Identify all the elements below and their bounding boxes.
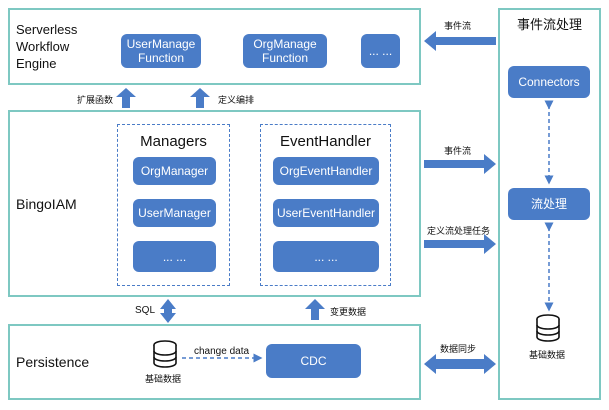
sql-label: SQL	[135, 305, 156, 316]
define-task-arrow	[424, 234, 496, 254]
engine-panel: Serverless Workflow Engine	[8, 8, 421, 85]
define-orchestration-label: 定义编排	[218, 96, 255, 106]
org-manager[interactable]: OrgManager	[133, 157, 216, 185]
expand-function-label: 扩展函数	[77, 96, 114, 106]
stream-db-label: 基础数据	[529, 351, 566, 361]
event-stream-top-arrow	[424, 31, 496, 51]
define-task-label: 定义流处理任务	[427, 227, 491, 237]
persistence-database-icon	[153, 340, 177, 368]
engine-title-line-2: Workflow	[16, 39, 70, 54]
persistence-title: Persistence	[16, 354, 90, 370]
stream-database-icon	[536, 314, 560, 342]
connectors-box[interactable]: Connectors	[508, 66, 590, 98]
define-orchestration-arrow	[190, 88, 210, 108]
data-sync-label: 数据同步	[440, 345, 477, 355]
more-function[interactable]: ... ...	[361, 34, 400, 68]
event-stream-mid-label: 事件流	[444, 147, 472, 157]
more-manager[interactable]: ... ...	[133, 241, 216, 272]
change-data-label: change data	[194, 346, 250, 357]
stream-processing-box[interactable]: 流处理	[508, 188, 590, 220]
engine-title-line-1: Serverless	[16, 22, 78, 37]
user-event-handler[interactable]: UserEventHandler	[273, 199, 379, 227]
event-stream-mid-arrow	[424, 154, 496, 174]
cdc-box[interactable]: CDC	[266, 344, 361, 378]
org-event-handler[interactable]: OrgEventHandler	[273, 157, 379, 185]
user-fn-line-1: UserManage	[126, 37, 196, 51]
bingo-title: BingoIAM	[16, 196, 77, 212]
managers-group: Managers	[117, 124, 230, 286]
user-fn-line-2: Function	[137, 51, 184, 65]
more-event-handler[interactable]: ... ...	[273, 241, 379, 272]
event-handler-title: EventHandler	[280, 133, 371, 150]
persistence-db-label: 基础数据	[145, 375, 182, 385]
event-stream-top-label: 事件流	[444, 22, 472, 32]
expand-function-arrow	[116, 88, 136, 108]
engine-title: Serverless Workflow Engine	[16, 21, 77, 72]
stream-title: 事件流处理	[516, 18, 582, 33]
managers-title: Managers	[140, 133, 207, 150]
data-sync-arrow	[424, 354, 496, 374]
sql-arrow	[160, 299, 176, 323]
change-data-cn-label: 变更数据	[330, 308, 367, 318]
event-handler-group: EventHandler	[260, 124, 391, 286]
change-data-up-arrow	[305, 299, 325, 320]
engine-title-line-3: Engine	[16, 56, 57, 71]
user-manager[interactable]: UserManager	[133, 199, 216, 227]
org-fn-line-1: OrgManage	[253, 37, 317, 51]
org-fn-line-2: Function	[261, 51, 309, 65]
